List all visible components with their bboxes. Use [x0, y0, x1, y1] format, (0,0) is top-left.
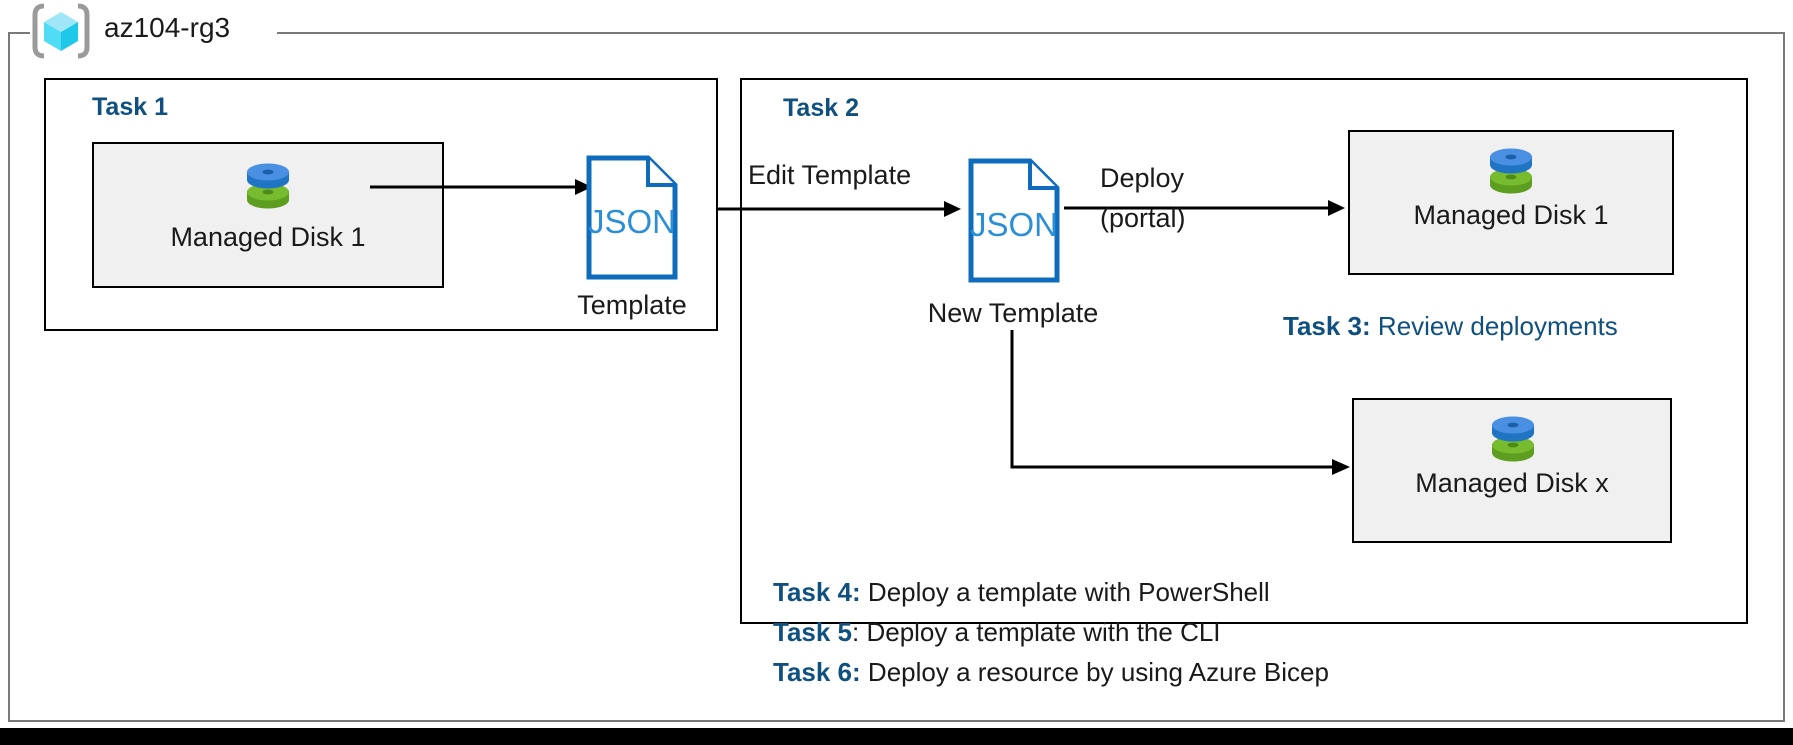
managed-disk-x-label: Managed Disk x	[1415, 468, 1609, 498]
resource-group-border-bottom	[8, 720, 1785, 722]
deploy-portal-label: (portal)	[1100, 203, 1186, 233]
note-task-4-tag: Task 4:	[773, 577, 861, 607]
managed-disk-icon	[1484, 408, 1542, 466]
note-task-5: Task 5: Deploy a template with the CLI	[773, 617, 1221, 648]
note-task-6: Task 6: Deploy a resource by using Azure…	[773, 657, 1329, 688]
json-file-icon: JSON	[968, 158, 1060, 283]
managed-disk-1-deployed-label: Managed Disk 1	[1413, 200, 1609, 230]
edit-template-label: Edit Template	[748, 160, 912, 190]
note-task-3: Task 3: Review deployments	[1283, 311, 1618, 342]
resource-group-border-top-right	[277, 32, 1785, 34]
note-task-4-text: Deploy a template with PowerShell	[860, 577, 1270, 607]
new-template-caption: New Template	[927, 298, 1099, 328]
note-task-4: Task 4: Deploy a template with PowerShel…	[773, 577, 1270, 608]
svg-text:JSON: JSON	[970, 206, 1058, 243]
note-task-3-tag: Task 3:	[1283, 311, 1371, 341]
resource-group-border-top-left	[8, 32, 30, 34]
task-2-heading: Task 2	[783, 94, 859, 122]
svg-text:JSON: JSON	[588, 203, 676, 240]
resource-group-border-left	[8, 32, 10, 722]
managed-disk-icon	[1482, 140, 1540, 198]
task-1-heading: Task 1	[92, 93, 168, 121]
bottom-edge-band	[0, 728, 1793, 745]
note-task-6-tag: Task 6:	[773, 657, 861, 687]
connector-deploy-portal	[1064, 200, 1345, 216]
connector-new-template-to-disk-x	[1010, 330, 1350, 475]
template-caption: Template	[577, 290, 687, 320]
azure-resource-group-icon	[32, 2, 90, 60]
connector-disk-to-template	[370, 179, 592, 195]
task-2-group-box	[740, 78, 1748, 624]
task-1-group-box	[44, 78, 718, 331]
note-task-5-tag: Task 5	[773, 617, 853, 647]
note-task-5-text: : Deploy a template with the CLI	[852, 617, 1221, 647]
json-file-icon: JSON	[586, 155, 678, 280]
connector-edit-template	[718, 201, 961, 217]
note-task-3-text: Review deployments	[1370, 311, 1618, 341]
managed-disk-icon	[239, 155, 297, 213]
note-task-6-text: Deploy a resource by using Azure Bicep	[860, 657, 1329, 687]
deploy-label: Deploy	[1100, 163, 1185, 193]
managed-disk-1-source-label: Managed Disk 1	[170, 222, 366, 252]
resource-group-border-right	[1783, 32, 1785, 722]
resource-group-name: az104-rg3	[104, 12, 231, 43]
